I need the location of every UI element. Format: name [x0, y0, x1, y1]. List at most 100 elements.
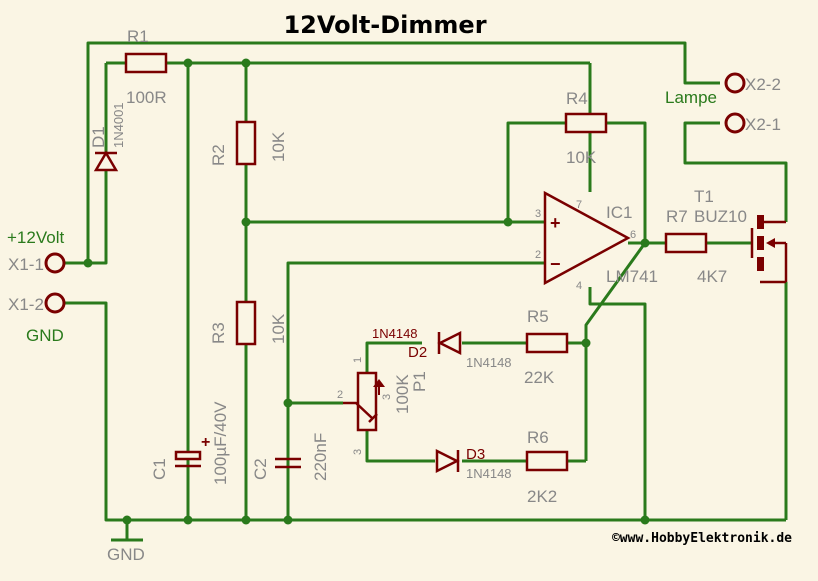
p1-name: P1: [410, 371, 429, 392]
pin-4: 4: [576, 280, 582, 292]
diode-d3: [435, 448, 460, 474]
pin-2: 2: [535, 249, 541, 261]
potentiometer-wiper: [343, 401, 373, 419]
terminal-x2-1-pad: [724, 112, 746, 134]
junction: [241, 217, 251, 227]
r7-value: 4K7: [697, 267, 727, 286]
p1-pin-3: 3: [352, 449, 364, 455]
r4-name: R4: [566, 89, 588, 108]
copyright-text: ©www.HobbyElektronik.de: [612, 531, 792, 546]
c2-name: C2: [251, 458, 270, 480]
c1-plus-sign: +: [201, 434, 210, 451]
c1-name: C1: [150, 458, 169, 480]
wire-lamp-drain: [683, 121, 788, 222]
r2-value: 10K: [269, 131, 288, 162]
p1-arrow-icon: [373, 379, 385, 387]
r3-value: 10K: [269, 313, 288, 344]
d1-value: 1N4001: [111, 102, 126, 148]
junction: [241, 58, 251, 68]
terminal-x1-2: X1-2: [8, 295, 44, 314]
r4-value: 10K: [566, 148, 597, 167]
d3-name: D3: [466, 446, 485, 463]
mosfet-channel: [757, 236, 764, 250]
d3-value: 1N4148: [466, 466, 512, 481]
wire-d1: [64, 63, 108, 265]
d1-name: D1: [89, 126, 108, 148]
page-title: 12Volt-Dimmer: [283, 11, 486, 39]
junction: [83, 258, 93, 268]
lamp-label: Lampe: [665, 88, 717, 107]
junction: [241, 515, 251, 525]
component-details: [44, 72, 788, 542]
resistor-r5: [525, 332, 569, 354]
opamp-ic1: [543, 190, 631, 286]
mosfet-arrow-icon: [766, 238, 775, 248]
resistor-r3: [235, 300, 257, 346]
p1-value: 100K: [393, 374, 412, 414]
junction: [503, 217, 513, 227]
junction: [283, 515, 293, 525]
junctions: [83, 58, 650, 525]
diode-labels: D2 D3 1N4148: [372, 326, 485, 463]
t1-name: T1: [694, 187, 714, 206]
r1-name: R1: [127, 27, 149, 46]
net-labels: +12Volt GND Lampe: [7, 88, 717, 345]
pin-7: 7: [576, 199, 582, 211]
diode-d1: [93, 150, 119, 172]
ground-label: GND: [107, 545, 145, 564]
wire-out-to-r5-r6: [584, 242, 647, 461]
r7-name: R7: [666, 207, 688, 226]
rotated-labels: R2 10K R3 10K C1 100µF/40V C2 220nF P1 1…: [89, 102, 429, 485]
ic1-value: LM741: [606, 267, 658, 286]
d2-value: 1N4148: [466, 355, 512, 370]
mosfet-t1: [373, 215, 775, 395]
r2-name: R2: [209, 144, 228, 166]
wire-p1-top: [365, 341, 422, 373]
t1-value: BUZ10: [694, 207, 747, 226]
ic1-name: IC1: [606, 203, 632, 222]
diode-d2: [437, 330, 462, 356]
r1-value: 100R: [126, 88, 167, 107]
mosfet-channel: [757, 257, 764, 271]
resistor-r4: [564, 112, 608, 134]
r5-name: R5: [527, 307, 549, 326]
r3-name: R3: [209, 322, 228, 344]
r6-name: R6: [527, 428, 549, 447]
p1-arrow-stem: [378, 387, 380, 395]
p1-pin-3-inner: 3: [381, 394, 393, 400]
junction: [581, 338, 591, 348]
wire-p1-bottom: [365, 430, 435, 463]
terminal-x1-1-pad: [44, 252, 66, 274]
components: [124, 52, 708, 472]
potentiometer-p1: [356, 371, 378, 432]
capacitor-c1-plate: [174, 450, 202, 461]
wire-supply-top: [86, 41, 720, 263]
terminal-labels: X1-1 X1-2 X2-2 X2-1 GND: [8, 75, 781, 564]
terminal-x2-2-pad: [724, 72, 746, 94]
resistor-r2: [235, 120, 257, 166]
junction: [283, 398, 293, 408]
opamp-signs: + − +: [201, 213, 561, 451]
c2-value: 220nF: [311, 433, 330, 481]
pin-numbers: 3 2 7 4 6 1 2 3 3: [337, 199, 636, 455]
r6-value: 2K2: [527, 487, 557, 506]
opamp-plus-sign: +: [550, 213, 561, 233]
junction: [640, 238, 650, 248]
wire-ic-gnd: [588, 287, 647, 520]
supply-label: +12Volt: [7, 228, 64, 247]
resistor-r6: [525, 450, 569, 472]
terminal-x1-1: X1-1: [8, 255, 44, 274]
junction: [183, 515, 193, 525]
wire-pin2: [286, 261, 545, 520]
opamp-minus-sign: −: [550, 254, 561, 274]
terminal-x2-2: X2-2: [745, 75, 781, 94]
terminal-x2-1: X2-1: [745, 115, 781, 134]
c1-value: 100µF/40V: [211, 401, 230, 485]
resistor-r1: [124, 52, 168, 74]
d2-value-top: 1N4148: [372, 326, 418, 341]
p1-pin-2: 2: [337, 389, 343, 401]
junction: [183, 58, 193, 68]
pin-6: 6: [630, 229, 636, 241]
